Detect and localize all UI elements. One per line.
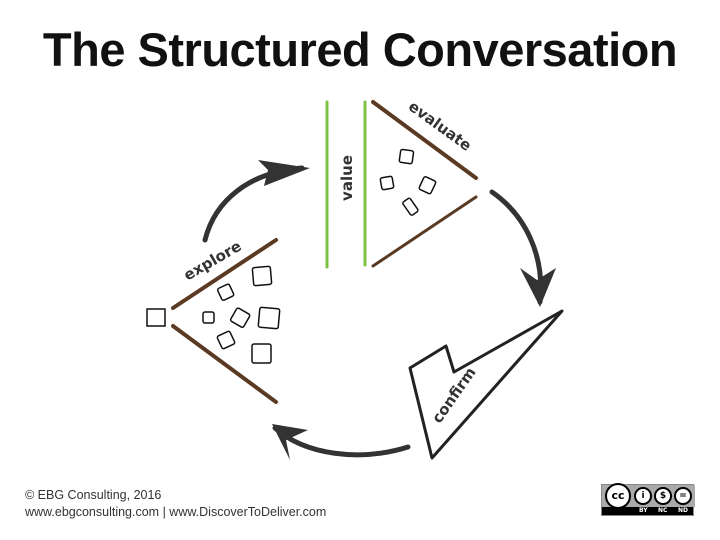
evaluate-stage: evaluate <box>371 97 478 268</box>
nc-dollar-icon: $ <box>654 487 672 505</box>
arrowhead-icon <box>258 160 310 186</box>
arrow-explore-to-value-icon <box>202 165 305 243</box>
explore-bottom-line <box>171 324 278 404</box>
page-title: The Structured Conversation <box>42 23 678 76</box>
explore-squares-icon <box>146 265 281 364</box>
evaluate-label: evaluate <box>405 97 475 155</box>
input-square <box>146 308 166 327</box>
evaluate-squares-icon <box>379 148 437 216</box>
copyright-text: © EBG Consulting, 2016 <box>25 488 162 502</box>
evaluate-bottom-line <box>371 195 478 268</box>
footer-links[interactable]: www.ebgconsulting.com | www.DiscoverToDe… <box>25 505 327 519</box>
value-stage: value <box>325 100 367 269</box>
value-label: value <box>338 155 356 201</box>
arrowhead-icon <box>272 424 308 460</box>
explore-top-line <box>171 238 278 310</box>
explore-stage: explore <box>146 237 281 404</box>
explore-label: explore <box>180 237 244 284</box>
footer: © EBG Consulting, 2016 www.ebgconsulting… <box>25 487 326 521</box>
creative-commons-license-badge: cc i $ = BY NC ND <box>601 483 695 516</box>
cc-icon: cc <box>605 483 631 509</box>
nd-equals-icon: = <box>674 487 692 505</box>
evaluate-top-line <box>371 100 478 180</box>
confirm-shape <box>408 309 564 460</box>
arrowhead-icon <box>520 268 556 307</box>
nc-text: NC <box>658 507 668 514</box>
by-text: BY <box>639 507 648 514</box>
by-person-icon: i <box>634 487 652 505</box>
nd-text: ND <box>678 507 689 514</box>
confirm-stage: confirm <box>408 309 564 460</box>
